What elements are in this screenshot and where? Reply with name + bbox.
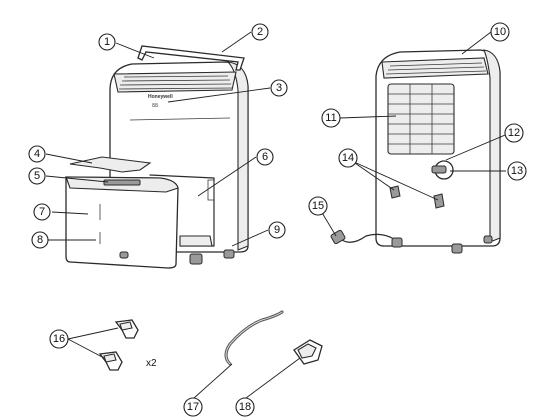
callout-14: 14 (338, 148, 358, 168)
svg-text:10: 10 (494, 26, 506, 38)
svg-text:3: 3 (276, 82, 282, 94)
svg-text:1: 1 (104, 36, 110, 48)
svg-text:4: 4 (34, 148, 40, 160)
svg-text:7: 7 (39, 206, 45, 218)
callout-3: 3 (270, 79, 288, 97)
callout-4: 4 (28, 145, 46, 163)
quantity-label: x2 (146, 358, 157, 369)
air-filter (387, 83, 455, 155)
callouts: 1 2 3 4 5 6 7 8 9 10 11 12 13 14 15 16 1… (28, 22, 527, 417)
callout-8: 8 (31, 231, 49, 249)
brand-logo-text: Honeywell (148, 94, 173, 100)
callout-6: 6 (256, 148, 274, 166)
callout-9: 9 (268, 221, 286, 239)
svg-text:12: 12 (508, 127, 520, 139)
svg-text:16: 16 (53, 333, 65, 345)
svg-text:17: 17 (187, 401, 199, 413)
svg-text:2: 2 (257, 26, 263, 38)
hose-adapter (293, 339, 323, 365)
callout-10: 10 (490, 22, 510, 42)
control-display: 88 (152, 103, 158, 109)
cord-hook-right (433, 193, 445, 209)
callout-7: 7 (33, 203, 51, 221)
carry-handle (137, 45, 245, 71)
callout-12: 12 (504, 123, 524, 143)
front-unit: Honeywell 88 (65, 45, 249, 269)
power-plug (330, 229, 346, 245)
svg-text:8: 8 (37, 234, 43, 246)
svg-text:13: 13 (511, 165, 523, 177)
svg-text:18: 18 (239, 401, 251, 413)
callout-18: 18 (235, 397, 255, 417)
svg-text:6: 6 (262, 151, 268, 163)
bucket-lid (69, 156, 152, 173)
callout-17: 17 (183, 397, 203, 417)
svg-text:11: 11 (325, 112, 336, 124)
svg-text:14: 14 (342, 152, 354, 164)
callout-11: 11 (321, 108, 341, 128)
power-cord (341, 233, 393, 243)
svg-text:9: 9 (274, 224, 280, 236)
cord-hooks-accessory: x2 (98, 319, 157, 371)
callout-15: 15 (308, 196, 328, 216)
callout-1: 1 (98, 33, 116, 51)
caster-wheels (119, 249, 235, 265)
rear-top-grille (381, 57, 489, 79)
svg-text:15: 15 (312, 200, 324, 212)
bucket-handle (103, 179, 141, 186)
callout-5: 5 (28, 167, 46, 185)
rear-unit (330, 49, 501, 254)
callout-16: 16 (49, 329, 69, 349)
drain-hose (224, 310, 284, 366)
drain-cover (431, 165, 447, 174)
svg-text:5: 5 (34, 170, 40, 182)
callout-2: 2 (251, 23, 269, 41)
callout-13: 13 (507, 161, 527, 181)
